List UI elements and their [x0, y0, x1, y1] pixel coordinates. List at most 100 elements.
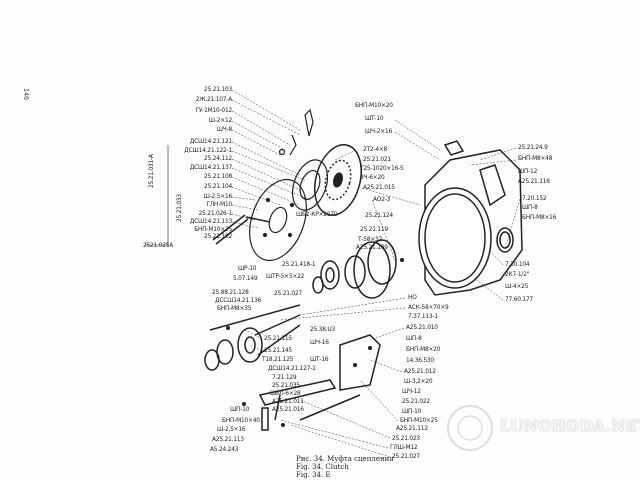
- part-label: 25.21.24.9: [518, 143, 548, 151]
- part-label: Ш-4×25: [505, 282, 529, 290]
- part-label: 7.20.152: [522, 194, 547, 202]
- part-label: Ш-2×12: [208, 116, 232, 124]
- part-label: 77.60.177: [505, 295, 533, 303]
- part-label: ШТ-16: [310, 355, 329, 363]
- part-label: ШЧ-2×16: [365, 127, 393, 135]
- part-label: ШЧ-16: [310, 338, 329, 346]
- bearing-hub: [204, 314, 301, 371]
- part-label: А5.24.243: [210, 445, 239, 453]
- figure-caption-ru: Рис. 34. Муфта сцепления: [296, 455, 394, 463]
- clutch-shaft: [212, 214, 271, 245]
- part-label: ДССШ14.21.136: [215, 296, 262, 304]
- part-label: ШЧ-12: [402, 387, 421, 395]
- part-label: 25.21.103: [204, 85, 232, 93]
- part-label: 25.21.027: [274, 289, 302, 297]
- part-label: ЗЧ-6×20: [360, 173, 385, 181]
- release-levers: [278, 108, 314, 156]
- part-label: БНП-М10×25: [400, 416, 438, 424]
- part-label: 25.21.145: [264, 346, 292, 354]
- part-label: ДСШ14.21.137: [189, 163, 232, 171]
- leader-lines: [231, 89, 521, 458]
- part-label: ДСШ14.21.113: [189, 217, 232, 225]
- part-label: А25.21.109: [356, 243, 388, 251]
- part-label: БНП-М10×25: [194, 225, 232, 233]
- part-label: Т18.21.125: [262, 355, 294, 363]
- part-label: ШП-12: [518, 167, 538, 175]
- part-label: 2Ж.21.107-А: [195, 95, 232, 103]
- part-label: 2Т2-4×8: [363, 145, 388, 153]
- part-label: Ш-2,5×16: [203, 192, 233, 200]
- part-label: ШБ2-КР×2070: [296, 210, 338, 218]
- part-label: БНП-М8×48: [518, 154, 553, 162]
- part-label: АСК-58×70×9: [408, 303, 449, 311]
- figure-caption-extra: Fig. 34. E: [296, 471, 331, 479]
- part-label: Ш-3,2×20: [404, 377, 433, 385]
- part-label: 25.21.108: [204, 172, 232, 180]
- part-label: 25.21.026-1: [198, 209, 233, 217]
- part-label: 25.21.102: [204, 232, 232, 240]
- part-label: 25.21.027: [392, 452, 420, 460]
- assembly-label: 25.21.033: [175, 194, 183, 222]
- assembly-label: 25.21.031-А: [147, 154, 155, 188]
- part-label: ШБ0-6×28: [270, 389, 301, 397]
- part-label: БНП-М8×16: [522, 213, 557, 221]
- housing-seals: [344, 227, 514, 299]
- part-label: ДСШ14.21.121: [189, 137, 232, 145]
- part-label: ШП-10: [230, 405, 250, 413]
- part-label: 7.30.104: [505, 260, 530, 268]
- part-label: ШР-10: [238, 264, 257, 272]
- part-label: 25.21.124: [365, 211, 393, 219]
- part-label: ДСШ14.21.122-1: [184, 146, 232, 154]
- part-label: 25.21.022: [402, 397, 430, 405]
- pressure-plate: [249, 178, 307, 262]
- part-label: БНП-М8×20: [406, 345, 441, 353]
- part-label: А25.21.012: [404, 367, 436, 375]
- part-label: 25.21.115: [264, 334, 292, 342]
- part-label: 25.88.21.128: [212, 288, 249, 296]
- part-label: 25.21.035: [272, 381, 300, 389]
- small-parts: [226, 258, 404, 427]
- release-bearing: [209, 260, 340, 331]
- part-label: Ш-2,5×16: [217, 425, 246, 433]
- part-label: ШЧ-8: [216, 125, 233, 133]
- release-fork: [258, 334, 381, 431]
- friction-disc: [314, 144, 362, 216]
- part-label: А25.21.116: [518, 177, 550, 185]
- part-label: ШП-10: [402, 407, 422, 415]
- part-label: ДСШ14.21.127-1: [268, 364, 316, 372]
- part-label: БНП-М8×35: [217, 304, 252, 312]
- watermark-emblem: [447, 405, 493, 451]
- part-label: 25.21.021: [363, 155, 391, 163]
- part-label: Т25-1020×16-5: [360, 164, 404, 172]
- part-label: 2К7-1/2": [505, 270, 530, 278]
- part-label: А25.21.112: [396, 424, 428, 432]
- part-label: 25.21.023: [392, 434, 420, 442]
- part-label: НО: [408, 293, 417, 301]
- part-label: А25.21.113: [212, 435, 244, 443]
- part-label: 7.37.113-1: [408, 312, 438, 320]
- part-label: БНП-М10×20: [355, 101, 393, 109]
- part-label: А25.21.010: [406, 323, 438, 331]
- figure-caption-en: Fig. 34. Clutch: [296, 463, 349, 471]
- bracket-lines: [145, 145, 169, 246]
- part-label: ШТР-5×5×22: [266, 272, 305, 280]
- part-label: ГЛН-М10: [206, 200, 232, 208]
- part-label: А25.21.011: [272, 397, 304, 405]
- part-label: ШТ-10: [365, 114, 384, 122]
- part-label: 25.24.112: [204, 154, 232, 162]
- part-label: 25.21.119: [360, 225, 388, 233]
- part-label: 25.21.104: [204, 182, 232, 190]
- part-label: А25.21.016: [272, 405, 304, 413]
- part-label: 2521.025А: [143, 241, 174, 249]
- part-label: ГЛШ-М12: [390, 443, 418, 451]
- part-label: АО2-3: [373, 195, 391, 203]
- part-label: 25.38.U3: [310, 325, 335, 333]
- part-label: А25.21.015: [363, 183, 395, 191]
- part-label: ШП-8: [406, 334, 422, 342]
- part-label: БНП-М10×40: [222, 416, 260, 424]
- watermark: LUNOHODA.NET: [500, 417, 640, 435]
- driven-disc: [291, 159, 329, 211]
- part-label: ГУ-1М10-012: [195, 106, 232, 114]
